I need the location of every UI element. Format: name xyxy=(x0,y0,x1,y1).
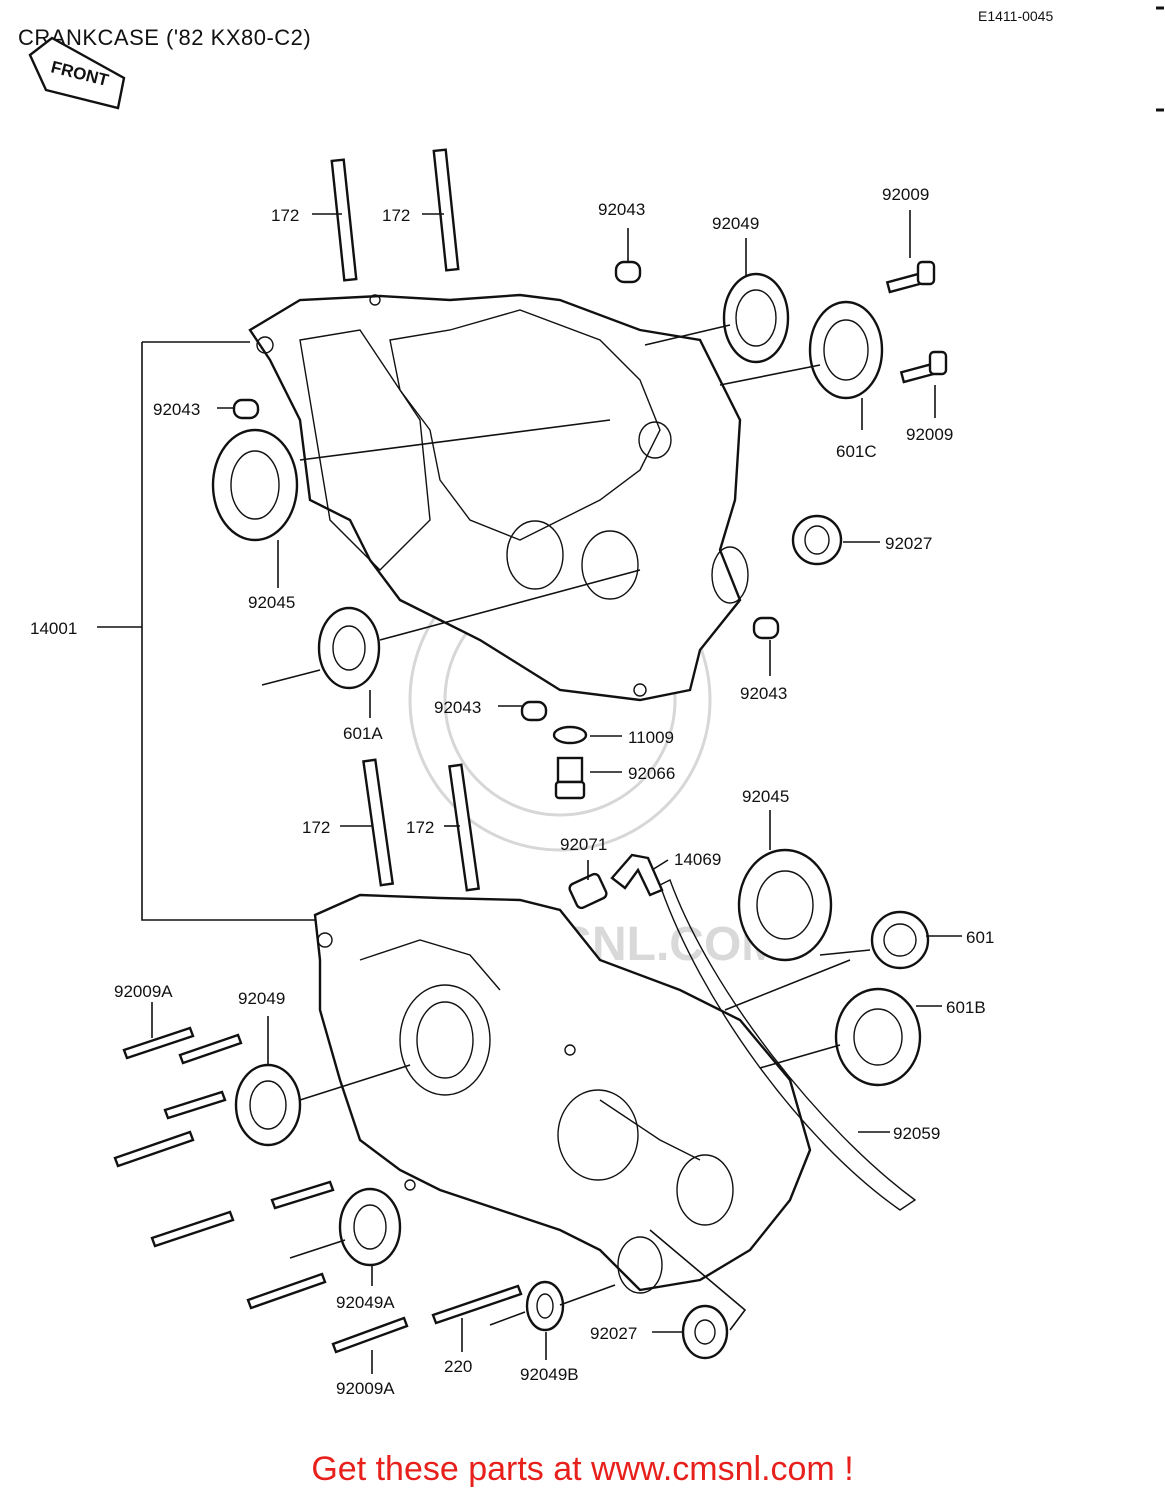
label-92009a: 92009A xyxy=(114,982,173,1001)
label-14069: 14069 xyxy=(674,850,721,869)
label-92043: 92043 xyxy=(740,684,787,703)
label-14001: 14001 xyxy=(30,619,77,638)
diagram-code: E1411-0045 xyxy=(978,8,1053,24)
dowel-pin-icon xyxy=(232,260,780,722)
label-92027: 92027 xyxy=(885,534,932,553)
label-92045: 92045 xyxy=(742,787,789,806)
label-92049b: 92049B xyxy=(520,1365,579,1384)
label-220: 220 xyxy=(444,1357,472,1376)
front-arrow-icon: FRONT xyxy=(28,36,126,110)
label-601: 601 xyxy=(966,928,994,947)
label-92066: 92066 xyxy=(628,764,675,783)
upper-crankcase-half xyxy=(248,293,749,702)
drain-plug-icon xyxy=(552,725,588,800)
label-92009a: 92009A xyxy=(336,1379,395,1398)
label-92009: 92009 xyxy=(882,185,929,204)
label-92009: 92009 xyxy=(906,425,953,444)
label-601b: 601B xyxy=(946,998,986,1017)
label-172: 172 xyxy=(406,818,434,837)
stud-icon xyxy=(330,148,481,892)
label-601a: 601A xyxy=(343,724,383,743)
bolt-icon xyxy=(885,260,948,384)
long-bolt-icon xyxy=(113,1026,523,1354)
label-92071: 92071 xyxy=(560,835,607,854)
label-172: 172 xyxy=(302,818,330,837)
label-172: 172 xyxy=(382,206,410,225)
label-92043: 92043 xyxy=(434,698,481,717)
label-11009: 11009 xyxy=(628,728,674,747)
lower-crankcase-half xyxy=(313,893,812,1294)
label-172: 172 xyxy=(271,206,299,225)
label-92027: 92027 xyxy=(590,1324,637,1343)
part-labels: 172 172 92043 92049 92009 601C 92009 920… xyxy=(30,185,994,1398)
hose-fitting-icon xyxy=(568,853,917,1211)
label-92043: 92043 xyxy=(598,200,645,219)
label-92045: 92045 xyxy=(248,593,295,612)
footer-link[interactable]: Get these parts at www.cmsnl.com ! xyxy=(311,1450,854,1488)
label-92043: 92043 xyxy=(153,400,200,419)
label-92059: 92059 xyxy=(893,1124,940,1143)
label-92049: 92049 xyxy=(238,989,285,1008)
leader-lines xyxy=(97,210,962,1374)
crop-mark xyxy=(1156,6,1164,112)
label-92049: 92049 xyxy=(712,214,759,233)
bearing-icon xyxy=(211,272,930,1360)
label-601c: 601C xyxy=(836,442,877,461)
label-92049a: 92049A xyxy=(336,1293,395,1312)
